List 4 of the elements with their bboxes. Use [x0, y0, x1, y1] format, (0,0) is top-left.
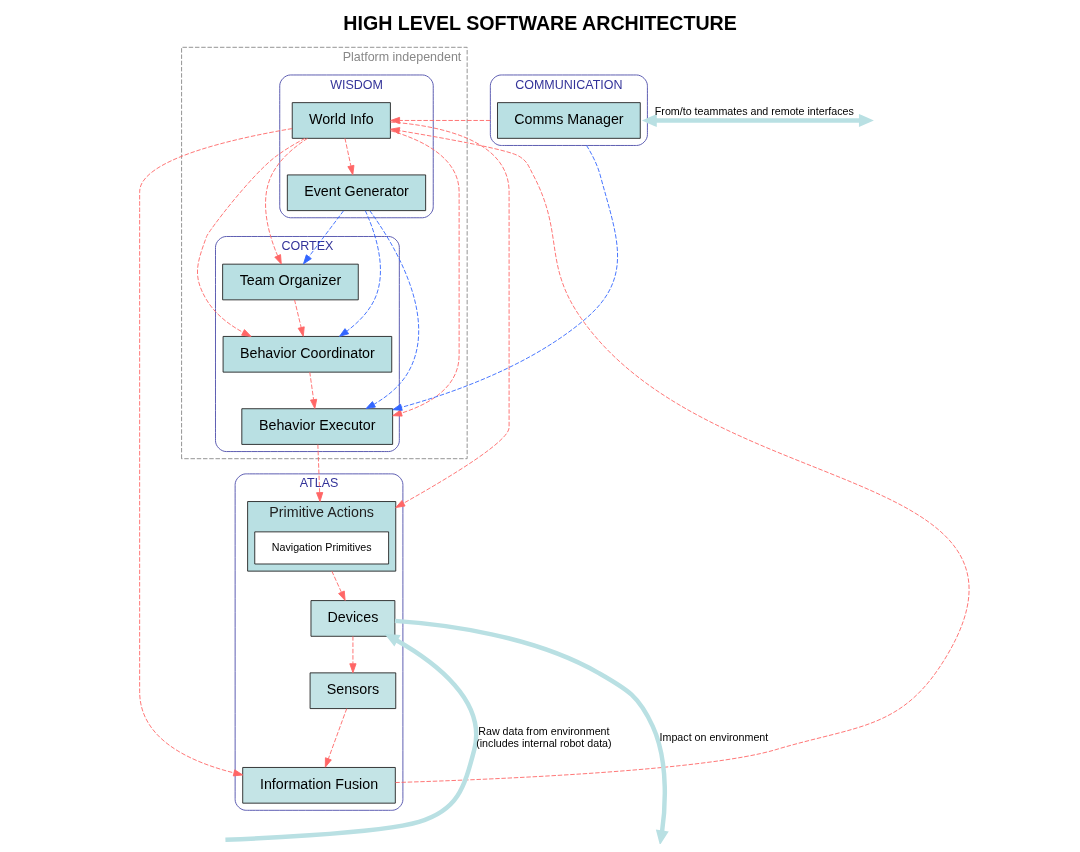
diagram-title: HIGH LEVEL SOFTWARE ARCHITECTURE	[342, 11, 737, 34]
edge-label: Impact on environment	[659, 730, 768, 743]
edge-label: Raw data from environment (includes internal robot data)	[475, 724, 612, 749]
edge-label: From/to teammates and remote interfaces	[654, 104, 854, 117]
